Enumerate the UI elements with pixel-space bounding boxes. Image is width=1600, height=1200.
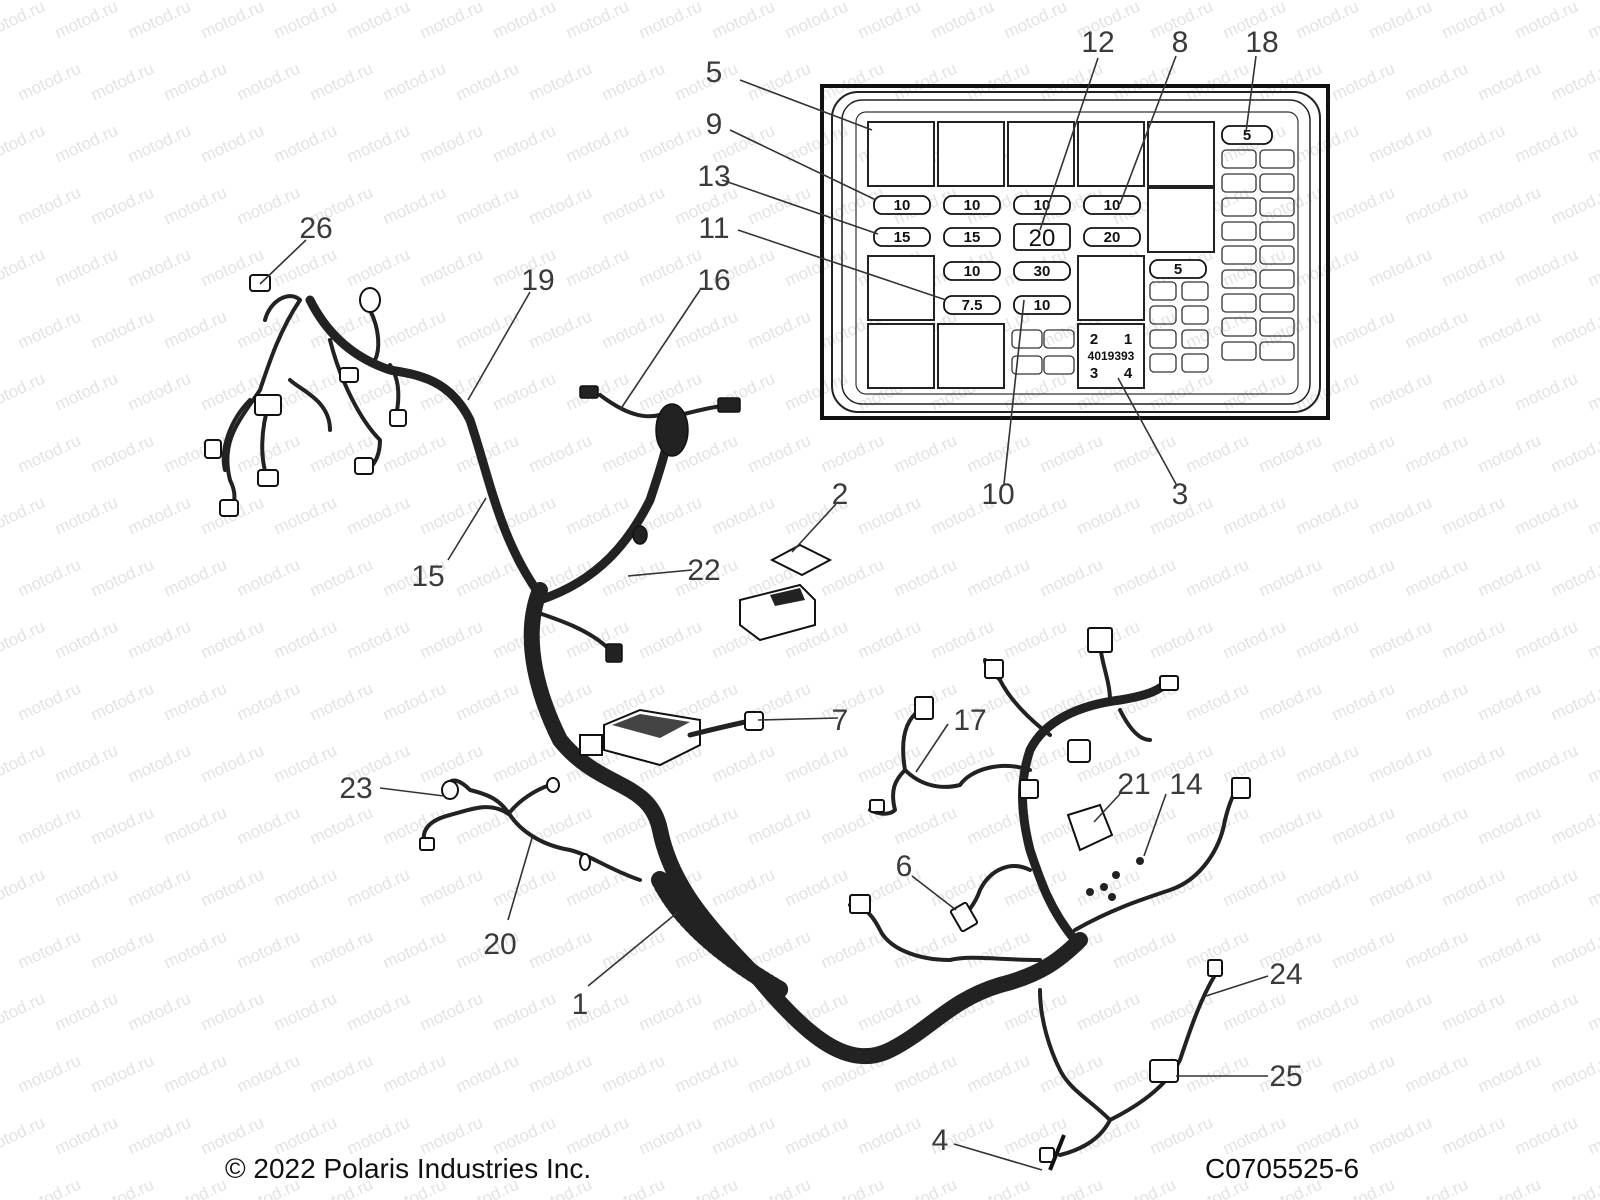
- svg-text:2: 2: [1090, 331, 1098, 348]
- leader-lines: [259, 55, 1269, 1171]
- callout-3: 3: [1172, 478, 1189, 511]
- callout-26: 26: [299, 212, 332, 245]
- callout-14: 14: [1169, 768, 1202, 801]
- svg-text:3: 3: [1090, 365, 1098, 382]
- callout-5: 5: [706, 56, 723, 89]
- fuse-label: 10: [1104, 197, 1121, 214]
- callout-21: 21: [1117, 768, 1150, 801]
- fuse-label: 10: [964, 197, 981, 214]
- callout-23: 23: [339, 772, 372, 805]
- fuse-label: 5: [1174, 261, 1182, 278]
- callout-13: 13: [697, 160, 730, 193]
- fuse-labels: 10 10 10 10 15 15 20 20 10 30 7.5 10 5 5: [894, 127, 1252, 314]
- callout-1: 1: [572, 988, 589, 1021]
- relay-slots: [867, 121, 1215, 389]
- callout-11: 11: [698, 212, 729, 245]
- callout-15: 15: [411, 560, 444, 593]
- callout-7: 7: [832, 704, 849, 737]
- callout-2: 2: [832, 478, 849, 511]
- callout-labels: 5 9 13 11 12 8 18 10 3 26 19 16 15 2 22 …: [299, 26, 1302, 1157]
- module-box: [739, 583, 816, 642]
- callout-6: 6: [896, 850, 913, 883]
- fuse-label: 10: [964, 263, 981, 280]
- callout-25: 25: [1269, 1060, 1302, 1093]
- fuse-label: 10: [1034, 297, 1051, 314]
- svg-text:1: 1: [1124, 331, 1132, 348]
- harness-fuse-box: [579, 708, 701, 767]
- callout-20: 20: [483, 928, 516, 961]
- callout-19: 19: [521, 264, 554, 297]
- fuse-label: 5: [1243, 127, 1251, 144]
- fuse-label: 7.5: [962, 297, 983, 314]
- callout-4: 4: [932, 1124, 949, 1157]
- callout-12: 12: [1081, 26, 1114, 59]
- callout-18: 18: [1245, 26, 1278, 59]
- item-2-label-card: [769, 543, 833, 577]
- fuse-label-large: 20: [1029, 225, 1056, 252]
- fuse-terminals: [1011, 149, 1295, 375]
- callout-16: 16: [697, 264, 730, 297]
- callout-24: 24: [1269, 958, 1302, 991]
- callout-22: 22: [687, 554, 720, 587]
- fuse-label: 15: [894, 229, 911, 246]
- callout-8: 8: [1172, 26, 1189, 59]
- copyright-text: © 2022 Polaris Industries Inc.: [225, 1153, 592, 1184]
- callout-17: 17: [953, 704, 986, 737]
- svg-text:4019393: 4019393: [1088, 349, 1135, 363]
- fuse-label: 10: [894, 197, 911, 214]
- callout-9: 9: [706, 108, 723, 141]
- fuse-label: 20: [1104, 229, 1121, 246]
- main-harness: [204, 274, 1251, 1171]
- diagram-code: C0705525-6: [1205, 1153, 1360, 1184]
- fuse-label: 30: [1034, 263, 1051, 280]
- svg-text:4: 4: [1124, 365, 1133, 382]
- callout-10: 10: [981, 478, 1014, 511]
- fuse-box-inset: 10 10 10 10 15 15 20 20 10 30 7.5 10 5 5…: [820, 84, 1330, 420]
- relay-label-plate: 2 1 4019393 3 4: [1077, 323, 1145, 389]
- fuse-label: 15: [964, 229, 981, 246]
